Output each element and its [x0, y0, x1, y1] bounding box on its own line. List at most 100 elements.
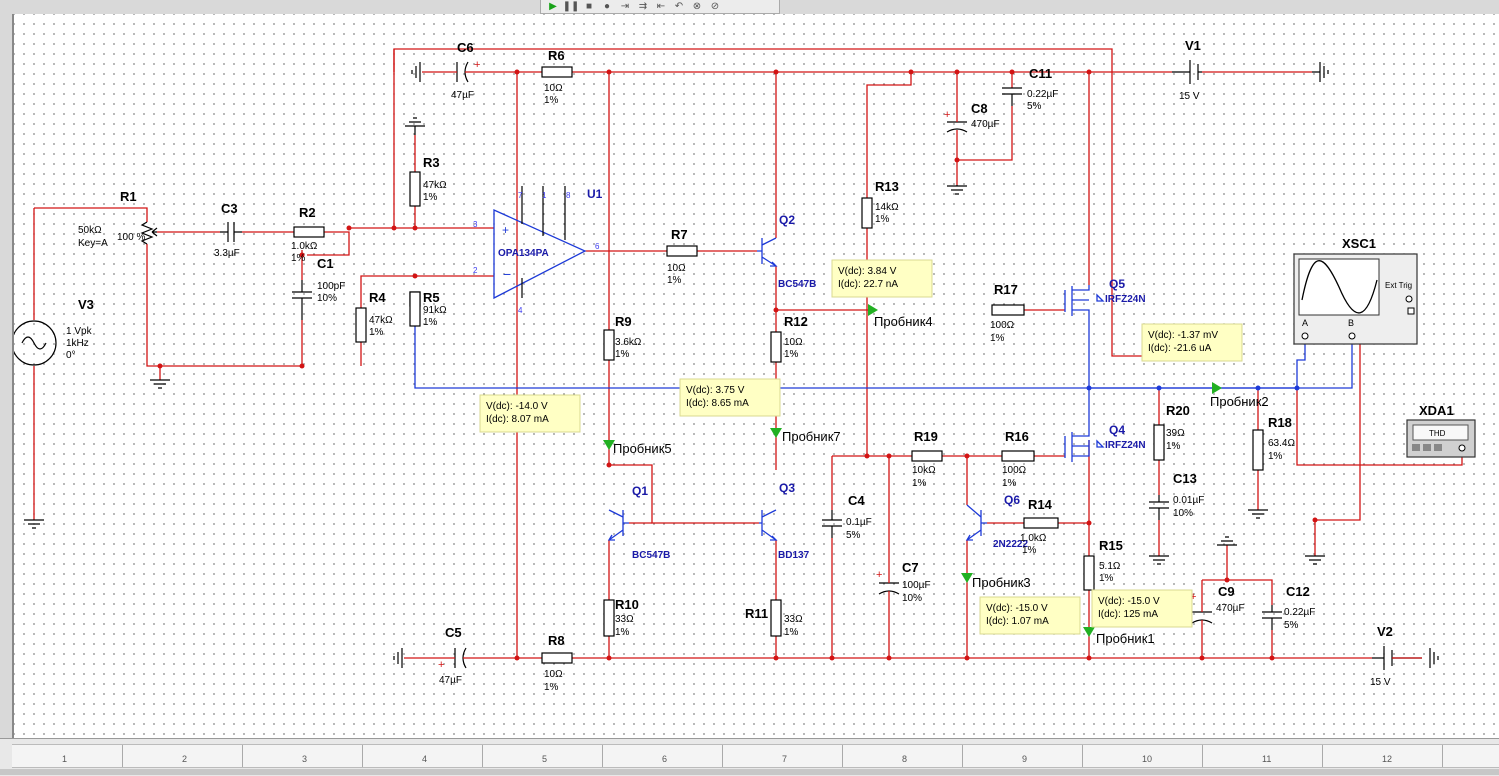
ruler-label: 6 [662, 754, 668, 764]
mosfet-q4[interactable] [1064, 412, 1105, 462]
r12-tol: 1% [784, 349, 799, 360]
pause-icon[interactable]: ❚❚ [562, 1, 580, 12]
u1-part: OPA134PA [498, 248, 549, 259]
schematic-canvas[interactable]: + + + + + + − [12, 14, 1499, 738]
r20-value: 39Ω [1166, 428, 1185, 439]
probe5-current: I(dc): 8.07 mA [486, 414, 549, 425]
c7-tol: 10% [902, 593, 922, 604]
c1-value: 100pF [317, 281, 345, 292]
capacitor-c6[interactable]: + [422, 59, 480, 83]
xsc1-ref: XSC1 [1342, 236, 1376, 251]
ruler-label: 3 [302, 754, 308, 764]
transistor-q1[interactable] [607, 509, 629, 541]
resistor-r12[interactable] [770, 331, 782, 363]
capacitor-c4[interactable] [822, 510, 842, 538]
r3-ref: R3 [423, 155, 440, 170]
dc-source-v2[interactable] [1372, 646, 1422, 670]
v3-frequency: 1kHz [66, 338, 89, 349]
c8-value: 470µF [971, 119, 1000, 130]
c12-value: 0.22µF [1284, 607, 1315, 618]
resistor-r15[interactable] [1083, 555, 1095, 591]
mosfet-q5[interactable] [1064, 285, 1105, 338]
run-icon[interactable]: ▶ [549, 1, 557, 12]
ac-source-v3[interactable] [14, 320, 57, 366]
resistor-r4[interactable] [355, 307, 367, 343]
q4-part: IRFZ24N [1105, 440, 1146, 451]
resistor-r10[interactable] [603, 599, 615, 637]
resistor-r20[interactable] [1153, 424, 1165, 461]
resistor-r8[interactable] [541, 652, 573, 664]
transistor-q3[interactable] [759, 509, 778, 541]
capacitor-c1[interactable] [292, 280, 312, 320]
q3-part: BD137 [778, 550, 810, 561]
capacitor-c9[interactable]: + [1190, 591, 1213, 630]
r5-value: 91kΩ [423, 305, 447, 316]
resistor-r14[interactable] [1023, 517, 1059, 529]
c5-ref: C5 [445, 625, 462, 640]
probe-box-p4 [831, 259, 933, 298]
capacitor-c5[interactable]: + [404, 647, 472, 671]
r12-value: 10Ω [784, 337, 803, 348]
q6-ref: Q6 [1004, 493, 1020, 507]
probe-labels: Пробник4 V(dc): 3.84 V I(dc): 22.7 nA Пр… [486, 266, 1269, 646]
opamp-u1[interactable]: + − [493, 186, 587, 300]
c13-value: 0.01µF [1173, 495, 1204, 506]
c11-value: 0.22µF [1027, 89, 1058, 100]
record-icon[interactable]: ● [603, 1, 611, 12]
probe3-voltage: V(dc): -15.0 V [986, 603, 1048, 614]
breakpoint-icon[interactable]: ⊗ [692, 1, 702, 12]
transistor-q2[interactable] [757, 237, 778, 267]
probe5-label: Пробник5 [613, 441, 672, 456]
svg-text:+: + [502, 223, 509, 237]
r10-ref: R10 [615, 597, 639, 612]
step-out-icon[interactable]: ⇤ [656, 1, 666, 12]
v3-ref: V3 [78, 297, 94, 312]
c12-ref: C12 [1286, 584, 1310, 599]
r8-value: 10Ω [544, 669, 563, 680]
potentiometer-r1[interactable] [140, 221, 158, 245]
c4-value: 0.1µF [846, 517, 872, 528]
resistor-r16[interactable] [1001, 450, 1035, 462]
transistor-q6[interactable] [965, 504, 987, 541]
r19-tol: 1% [912, 478, 927, 489]
probe-box-p3 [979, 596, 1081, 635]
step-back-icon[interactable]: ↶ [674, 1, 684, 12]
resistor-r3[interactable] [409, 171, 421, 207]
r6-ref: R6 [548, 48, 565, 63]
c9-value: 470µF [1216, 603, 1245, 614]
resistor-r17[interactable] [991, 304, 1025, 316]
ruler-tick [242, 745, 243, 767]
ruler-tick [1322, 745, 1323, 767]
dc-source-v1[interactable] [1172, 60, 1202, 84]
ruler-tick [122, 745, 123, 767]
resistor-r18[interactable] [1252, 429, 1264, 471]
resistor-r6[interactable] [541, 66, 573, 78]
step-into-icon[interactable]: ⇥ [620, 1, 630, 12]
stop-icon[interactable]: ■ [585, 1, 593, 12]
resistor-r11[interactable] [770, 599, 782, 637]
capacitor-c12[interactable] [1262, 605, 1282, 630]
distortion-analyzer-xda1[interactable] [1406, 419, 1476, 458]
ruler-tick [482, 745, 483, 767]
capacitor-c13[interactable] [1149, 495, 1169, 520]
resistor-r7[interactable] [666, 245, 698, 257]
probe3-current: I(dc): 1.07 mA [986, 616, 1049, 627]
capacitor-c3[interactable] [220, 222, 242, 242]
r1-value: 50kΩ [78, 225, 102, 236]
step-over-icon[interactable]: ⇉ [638, 1, 648, 12]
clear-icon[interactable]: ⊘ [710, 1, 720, 12]
resistor-r2[interactable] [293, 226, 325, 238]
resistor-r5[interactable] [409, 291, 421, 327]
resistor-r19[interactable] [911, 450, 943, 462]
oscilloscope-xsc1[interactable] [1293, 253, 1418, 345]
resistor-r13[interactable] [861, 197, 873, 229]
capacitor-c7[interactable]: + [876, 569, 900, 600]
probe4-voltage: V(dc): 3.84 V [838, 266, 897, 277]
capacitor-c8[interactable]: + [944, 108, 968, 138]
capacitor-c11[interactable] [1002, 87, 1022, 106]
simulation-toolbar: ▶ ❚❚ ■ ● ⇥ ⇉ ⇤ ↶ ⊗ ⊘ [540, 0, 780, 14]
resistor-r9[interactable] [603, 329, 615, 361]
r1-ref: R1 [120, 189, 137, 204]
r19-value: 10kΩ [912, 465, 936, 476]
r10-tol: 1% [615, 627, 630, 638]
